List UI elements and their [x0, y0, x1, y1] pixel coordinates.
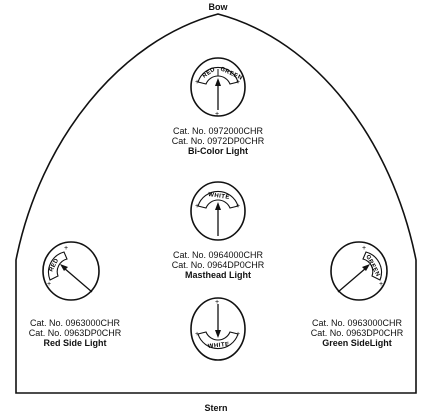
svg-text:+: + — [47, 281, 51, 288]
masthead-arc-label: WHITE — [208, 192, 230, 201]
bicolor-cat-1: Cat. No. 0972000CHR — [172, 126, 264, 136]
red-side-name: Red Side Light — [43, 338, 107, 348]
green-side-cat-1: Cat. No. 0963000CHR — [311, 318, 403, 328]
red-side-light-label: Cat. No. 0963000CHR Cat. No. 0963DP0CHR … — [10, 318, 140, 348]
red-side-cat-2: Cat. No. 0963DP0CHR — [28, 328, 122, 338]
red-side-cat-1: Cat. No. 0963000CHR — [29, 318, 121, 328]
green-side-name: Green SideLight — [322, 338, 392, 348]
svg-text:+: + — [215, 111, 219, 118]
green-side-light-label: Cat. No. 0963000CHR Cat. No. 0963DP0CHR … — [292, 318, 422, 348]
svg-text:+: + — [195, 79, 199, 86]
svg-text:+: + — [379, 281, 383, 288]
bicolor-cat-2: Cat. No. 0972DP0CHR — [171, 136, 265, 146]
green-side-cat-2: Cat. No. 0963DP0CHR — [310, 328, 404, 338]
masthead-name: Masthead Light — [184, 270, 251, 280]
bicolor-light-fixture: RED GREEN + + + — [190, 57, 246, 118]
bicolor-name: Bi-Color Light — [188, 146, 248, 156]
masthead-cat-1: Cat. No. 0964000CHR — [172, 250, 264, 260]
bicolor-light-label: Cat. No. 0972000CHR Cat. No. 0972DP0CHR … — [150, 126, 286, 156]
svg-text:+: + — [236, 79, 240, 86]
stern-label: Stern — [204, 403, 228, 413]
bow-label: Bow — [208, 2, 228, 12]
green-side-light-fixture: GREEN + + — [330, 241, 388, 301]
stern-arc-label: WHITE — [208, 342, 230, 350]
svg-text:+: + — [236, 331, 240, 338]
svg-text:+: + — [236, 203, 240, 210]
svg-text:+: + — [195, 331, 199, 338]
svg-text:+: + — [362, 245, 366, 252]
red-side-light-fixture: RED + + — [42, 241, 100, 301]
masthead-light-fixture: WHITE + + — [190, 181, 246, 241]
masthead-cat-2: Cat. No. 0964DP0CHR — [171, 260, 265, 270]
stern-light-fixture: WHITE + + + — [190, 297, 246, 361]
svg-text:+: + — [64, 245, 68, 252]
masthead-light-label: Cat. No. 0964000CHR Cat. No. 0964DP0CHR … — [150, 250, 286, 280]
svg-text:+: + — [215, 299, 219, 306]
svg-text:+: + — [195, 203, 199, 210]
